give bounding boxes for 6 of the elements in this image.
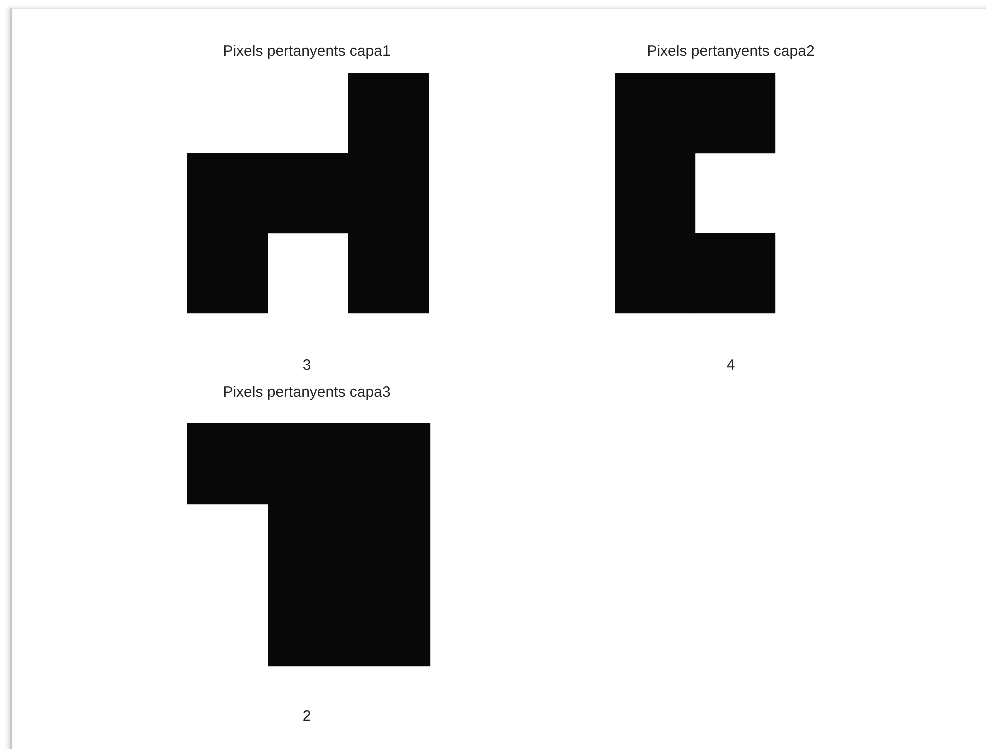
plot-title: Pixels pertanyents capa2 <box>647 43 815 60</box>
count-label: 2 <box>302 708 312 725</box>
plot-title: Pixels pertanyents capa3 <box>223 384 391 401</box>
count-label: 3 <box>302 357 312 374</box>
plot-title: Pixels pertanyents capa1 <box>223 43 391 60</box>
count-label: 4 <box>726 357 736 374</box>
